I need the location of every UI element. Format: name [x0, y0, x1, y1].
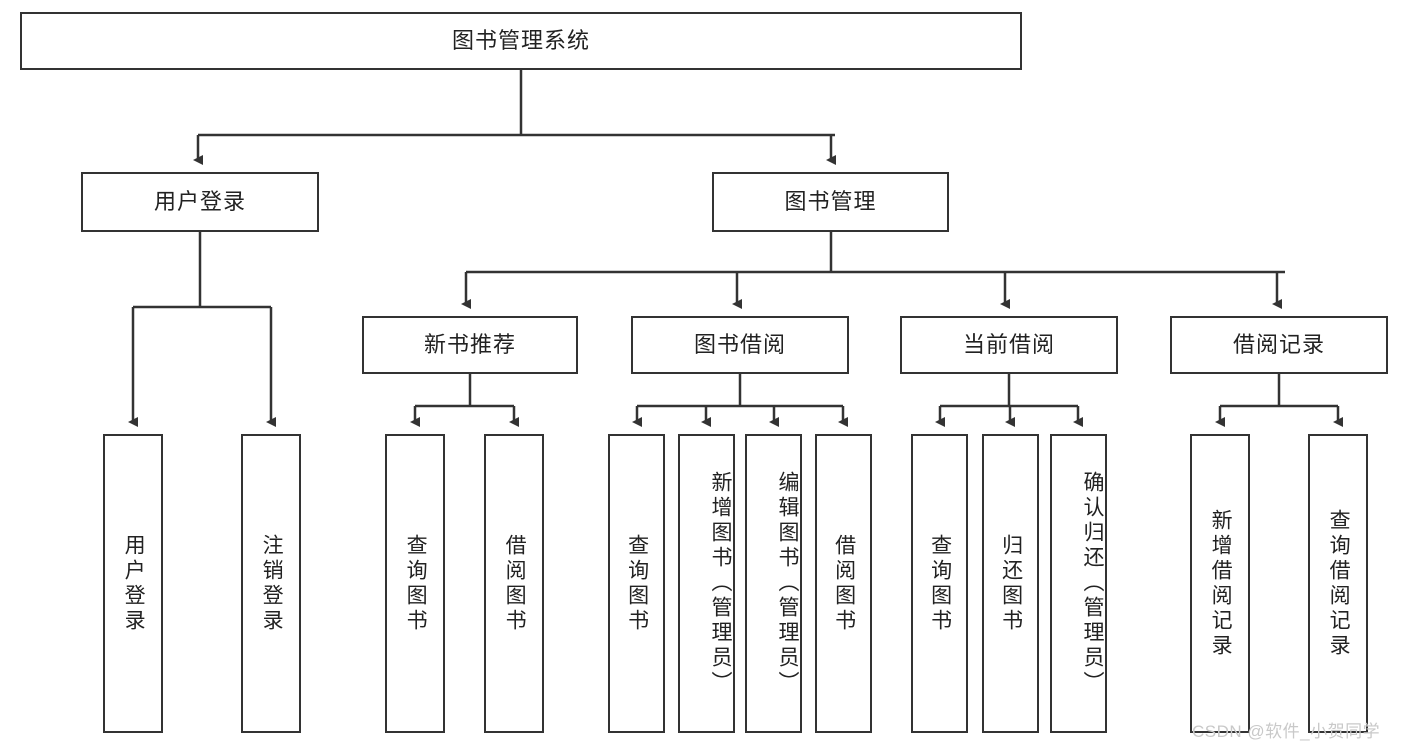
leaf-add-borrow-record[interactable]: 新增借阅记录	[1190, 434, 1250, 733]
leaf-query-borrow-record[interactable]: 查询借阅记录	[1308, 434, 1368, 733]
node-user-login-label: 用户登录	[153, 188, 246, 214]
node-borrow-record[interactable]: 借阅记录	[1170, 316, 1388, 374]
csdn-watermark: CSDN @软件_小贺同学	[1192, 722, 1381, 741]
leaf-user-logout[interactable]: 注销登录	[241, 434, 301, 733]
node-root-label: 图书管理系统	[451, 27, 590, 53]
node-current-borrow[interactable]: 当前借阅	[900, 316, 1118, 374]
leaf-query-book-current-label: 查询图书	[928, 533, 952, 634]
node-user-login[interactable]: 用户登录	[81, 172, 319, 232]
leaf-query-book-recommend-label: 查询图书	[404, 533, 428, 634]
leaf-return-book-label: 归还图书	[999, 533, 1023, 634]
leaf-query-book-current[interactable]: 查询图书	[911, 434, 968, 733]
node-borrow-record-label: 借阅记录	[1232, 331, 1325, 357]
leaf-user-login-label: 用户登录	[122, 533, 146, 634]
leaf-query-book-borrow[interactable]: 查询图书	[608, 434, 665, 733]
node-book-management-label: 图书管理	[784, 188, 877, 214]
leaf-borrow-book-label: 借阅图书	[832, 533, 856, 634]
leaf-query-borrow-record-label: 查询借阅记录	[1327, 508, 1351, 659]
leaf-return-book[interactable]: 归还图书	[982, 434, 1039, 733]
leaf-edit-book-admin-label: 编辑图书（管理员）	[776, 471, 799, 696]
leaf-add-book-admin-label: 新增图书（管理员）	[709, 471, 732, 696]
leaf-query-book-borrow-label: 查询图书	[625, 533, 649, 634]
leaf-borrow-book-recommend-label: 借阅图书	[503, 533, 527, 634]
leaf-confirm-return-admin[interactable]: 确认归还（管理员）	[1050, 434, 1107, 733]
leaf-add-book-admin[interactable]: 新增图书（管理员）	[678, 434, 735, 733]
leaf-add-borrow-record-label: 新增借阅记录	[1209, 508, 1233, 659]
leaf-user-login[interactable]: 用户登录	[103, 434, 163, 733]
node-book-management[interactable]: 图书管理	[712, 172, 949, 232]
node-book-borrow-label: 图书借阅	[693, 331, 786, 357]
node-current-borrow-label: 当前借阅	[962, 331, 1055, 357]
node-book-borrow[interactable]: 图书借阅	[631, 316, 849, 374]
leaf-borrow-book[interactable]: 借阅图书	[815, 434, 872, 733]
leaf-borrow-book-recommend[interactable]: 借阅图书	[484, 434, 544, 733]
node-new-book-recommend[interactable]: 新书推荐	[362, 316, 578, 374]
leaf-confirm-return-admin-label: 确认归还（管理员）	[1081, 471, 1104, 696]
node-new-book-recommend-label: 新书推荐	[423, 331, 516, 357]
leaf-user-logout-label: 注销登录	[260, 533, 284, 634]
node-root[interactable]: 图书管理系统	[20, 12, 1022, 70]
leaf-query-book-recommend[interactable]: 查询图书	[385, 434, 445, 733]
leaf-edit-book-admin[interactable]: 编辑图书（管理员）	[745, 434, 802, 733]
